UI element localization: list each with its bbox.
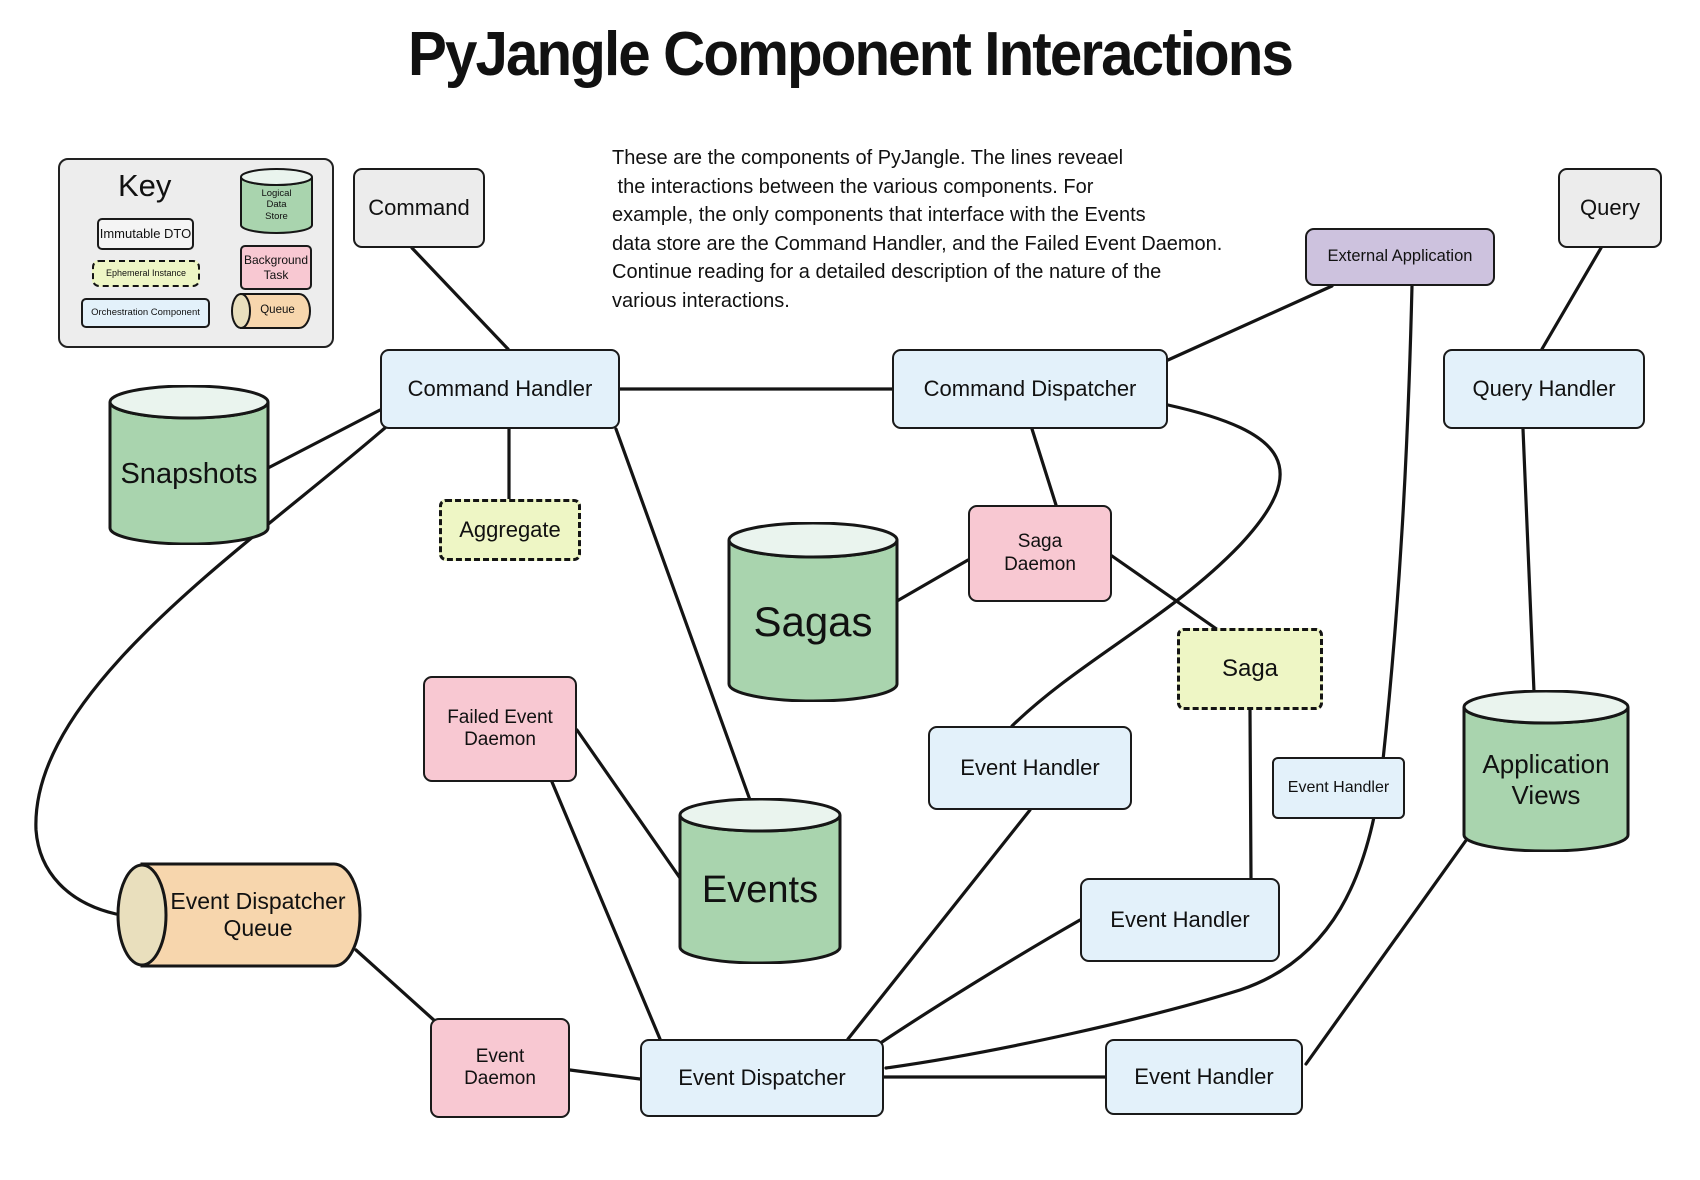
external-application-node: External Application [1305, 228, 1495, 286]
aggregate-node: Aggregate [439, 499, 581, 561]
edge-external-application-event-dispatcher [884, 284, 1414, 1070]
cylinder-shape [1462, 690, 1630, 852]
edge-command-handler-event-dispatcher-queue [34, 425, 388, 916]
description-text: These are the components of PyJangle. Th… [612, 144, 1222, 315]
query-handler-node: Query Handler [1443, 349, 1645, 429]
edge-command-dispatcher-saga-daemon [1030, 427, 1058, 507]
event-handler-1-node: Event Handler [928, 726, 1132, 810]
event-dispatcher-queue-node: Event Dispatcher Queue [112, 862, 368, 968]
legend-queue: Queue [229, 292, 314, 330]
legend-orchestration-component: Orchestration Component [81, 298, 210, 328]
edge-event-handler-3-event-dispatcher [880, 918, 1082, 1044]
description-line: data store are the Command Handler, and … [612, 232, 1223, 255]
queue-shape [116, 862, 362, 968]
description-line: Continue reading for a detailed descript… [612, 261, 1162, 283]
application-views-store: Application Views [1462, 690, 1630, 852]
description-line: the interactions between the various com… [612, 175, 1094, 198]
cylinder-shape [240, 168, 313, 234]
event-dispatcher-node: Event Dispatcher [640, 1039, 884, 1117]
edge-failed-event-daemon-event-dispatcher [550, 780, 662, 1041]
edge-saga-event-handler-3 [1248, 708, 1253, 880]
edge-saga-daemon-saga [1110, 554, 1220, 632]
sagas-store: Sagas [727, 522, 899, 702]
legend-panel: Key Immutable DTO Ephemeral Instance Orc… [58, 158, 334, 348]
edge-command-handler-events [614, 427, 752, 802]
saga-node: Saga [1177, 628, 1323, 710]
event-handler-4-node: Event Handler [1105, 1039, 1303, 1115]
cylinder-shape [678, 798, 842, 964]
saga-daemon-node: Saga Daemon [968, 505, 1112, 602]
event-daemon-node: Event Daemon [430, 1018, 570, 1118]
edge-query-query-handler [1540, 246, 1603, 351]
query-node: Query [1558, 168, 1662, 248]
cylinder-shape [108, 385, 270, 545]
description-line: various interactions. [612, 289, 790, 312]
edge-command-dispatcher-external-application [1166, 284, 1334, 362]
edge-saga-daemon-sagas [895, 558, 970, 603]
event-handler-2-node: Event Handler [1272, 757, 1405, 819]
legend-immutable-dto: Immutable DTO [97, 218, 194, 250]
event-handler-3-node: Event Handler [1080, 878, 1280, 962]
legend-ephemeral-instance: Ephemeral Instance [92, 260, 200, 287]
command-dispatcher-node: Command Dispatcher [892, 349, 1168, 429]
edge-command-handler-snapshots [266, 408, 382, 470]
edge-command-dispatcher-event-handler-1 [1010, 403, 1282, 728]
snapshots-store: Snapshots [108, 385, 270, 545]
cylinder-shape [727, 522, 899, 702]
legend-title: Key [118, 168, 172, 203]
events-store: Events [678, 798, 842, 964]
command-node: Command [353, 168, 485, 248]
edge-failed-event-daemon-events [575, 728, 682, 880]
edge-application-views-event-handler-4 [1304, 830, 1474, 1066]
edge-command-to-command-handler [410, 246, 510, 351]
description-line: These are the components of PyJangle. Th… [612, 147, 1124, 169]
edge-event-handler-1-event-dispatcher [846, 808, 1032, 1041]
legend-background-task: Background Task [240, 245, 312, 290]
description-line: example, the only components that interf… [612, 204, 1146, 226]
legend-logical-data-store: Logical Data Store [239, 168, 314, 234]
edge-query-handler-application-views [1521, 427, 1536, 694]
queue-shape [231, 293, 311, 329]
page-title: PyJangle Component Interactions [407, 20, 1294, 89]
edge-event-daemon-event-dispatcher [568, 1068, 642, 1081]
edge-queue-event-daemon [354, 948, 438, 1024]
failed-event-daemon-node: Failed Event Daemon [423, 676, 577, 782]
command-handler-node: Command Handler [380, 349, 620, 429]
